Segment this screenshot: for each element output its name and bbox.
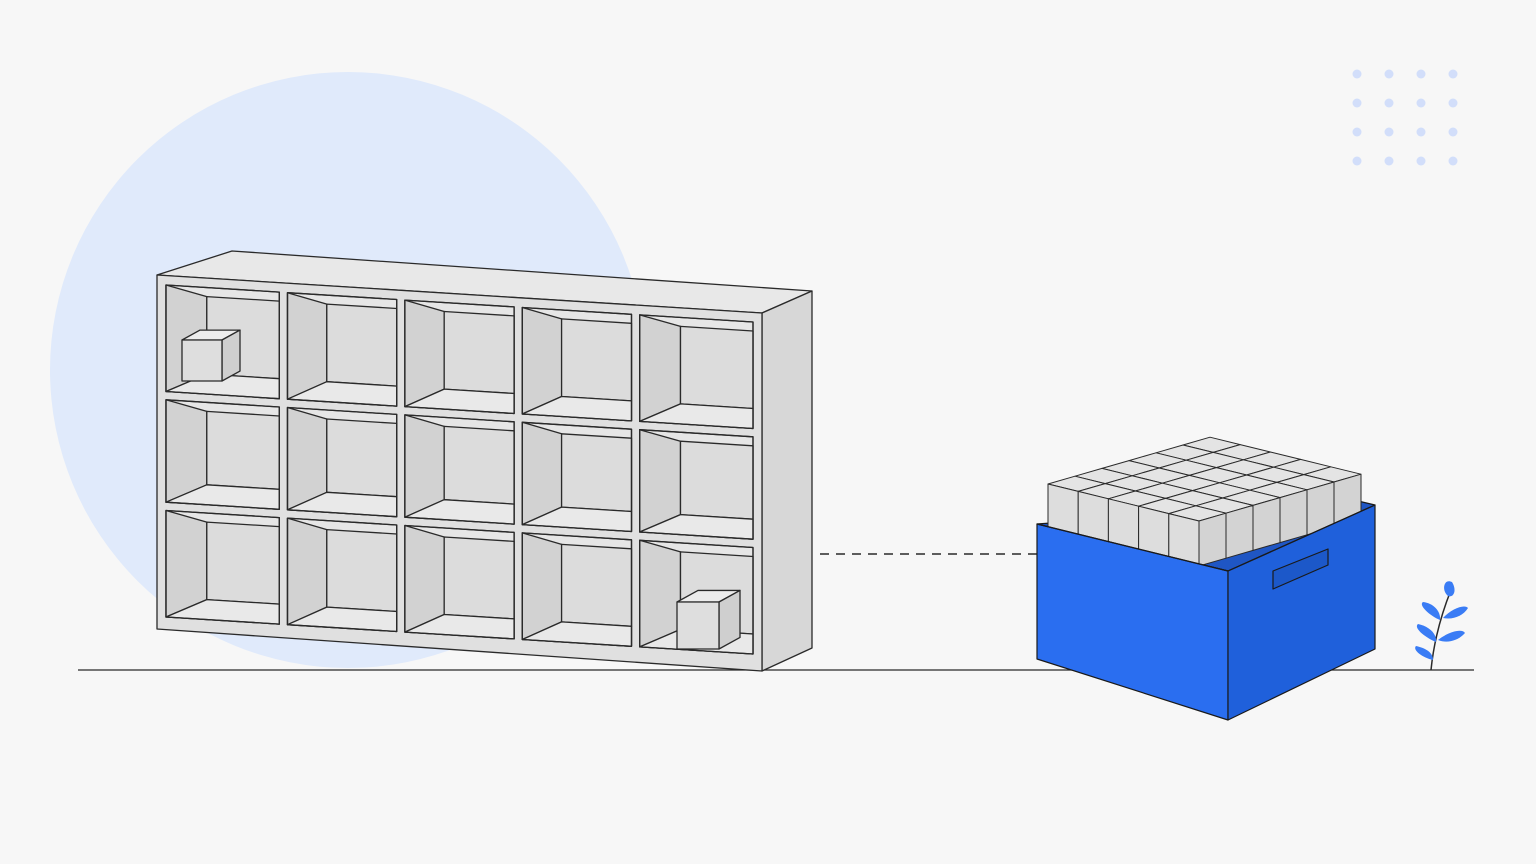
- dot: [1416, 156, 1426, 166]
- dot: [1384, 69, 1394, 79]
- cubby-left-wall: [639, 314, 682, 423]
- bin-item-grid: [1047, 436, 1362, 567]
- cubby-frame: [404, 524, 515, 640]
- cubby-back-wall: [326, 303, 398, 387]
- cubby-frame: [165, 399, 280, 510]
- shelf-cubby: [165, 509, 280, 625]
- dot: [1352, 156, 1362, 166]
- cubby-back-wall: [206, 410, 280, 490]
- storage-bin: [1036, 436, 1376, 721]
- dot: [1384, 98, 1394, 108]
- dot: [1352, 127, 1362, 137]
- cubby-frame: [639, 539, 754, 655]
- cubby-left-wall: [404, 524, 445, 633]
- shelf-cubby: [404, 299, 515, 415]
- shelf-cubby: [286, 517, 398, 633]
- shelf-cubby: [286, 406, 398, 518]
- cubby-back-wall: [560, 543, 633, 627]
- cubby-back-wall: [443, 310, 515, 395]
- bin-cube-side: [1279, 489, 1308, 544]
- cubby-frame: [521, 306, 633, 422]
- cubby-back-wall: [679, 440, 754, 520]
- dot: [1352, 98, 1362, 108]
- dot: [1384, 156, 1394, 166]
- shelf-cubby: [165, 399, 280, 510]
- cubby-frame: [165, 284, 280, 400]
- shelf-cubby: [639, 429, 754, 540]
- cubby-back-wall: [326, 528, 398, 613]
- cubby-frame: [286, 517, 398, 633]
- cubby-left-wall: [286, 517, 328, 626]
- cubby-back-wall: [560, 433, 633, 513]
- cubby-shelf: [156, 250, 813, 672]
- bin-cube-side: [1252, 497, 1281, 551]
- dot: [1416, 127, 1426, 137]
- cubby-back-wall: [326, 418, 398, 498]
- shelf-cubby: [639, 314, 754, 430]
- cubby-frame: [521, 421, 633, 533]
- shelf-cubby: [521, 421, 633, 533]
- dot: [1416, 69, 1426, 79]
- shelf-cubby: [404, 524, 515, 640]
- shelf-items: [181, 329, 741, 650]
- cubby-frame: [404, 414, 515, 525]
- cubby-back-wall: [206, 521, 280, 605]
- shelf-side: [761, 290, 813, 672]
- dot: [1448, 156, 1458, 166]
- cubby-left-wall: [639, 539, 682, 648]
- shelf-cubbies: [165, 284, 754, 655]
- dot: [1448, 127, 1458, 137]
- box-front: [181, 339, 223, 382]
- dot: [1384, 127, 1394, 137]
- cubby-back-wall: [443, 536, 515, 620]
- dot: [1448, 69, 1458, 79]
- cubby-frame: [404, 299, 515, 415]
- cubby-left-wall: [404, 299, 445, 408]
- cubby-frame: [165, 509, 280, 625]
- cubby-frame: [286, 406, 398, 518]
- shelf-cubby: [521, 306, 633, 422]
- box-front: [676, 601, 720, 650]
- shelf-cubby: [521, 532, 633, 647]
- dot: [1416, 98, 1426, 108]
- cubby-left-wall: [521, 306, 563, 415]
- cubby-left-wall: [286, 292, 328, 400]
- dot: [1352, 69, 1362, 79]
- dot: [1448, 98, 1458, 108]
- cubby-back-wall: [560, 318, 633, 402]
- bin-rim-line: [1036, 504, 1376, 572]
- cubby-frame: [639, 429, 754, 540]
- shelf-box-right: [676, 589, 741, 650]
- dot-grid-icon: [1352, 69, 1458, 166]
- cubby-left-wall: [521, 532, 563, 641]
- bin-cube-side: [1198, 512, 1227, 567]
- cubby-back-wall: [443, 425, 515, 505]
- cubby-left-wall: [165, 509, 208, 618]
- cubby-frame: [286, 292, 398, 407]
- shelf-cubby: [404, 414, 515, 525]
- cubby-frame: [639, 314, 754, 430]
- bin-handle: [1272, 548, 1329, 590]
- cubby-frame: [521, 532, 633, 647]
- shelf-cubby: [286, 292, 398, 407]
- shelf-box-left: [181, 329, 241, 382]
- cubby-back-wall: [679, 325, 754, 410]
- bin-cube-side: [1225, 504, 1254, 559]
- plant-sprig-icon: [1415, 581, 1468, 671]
